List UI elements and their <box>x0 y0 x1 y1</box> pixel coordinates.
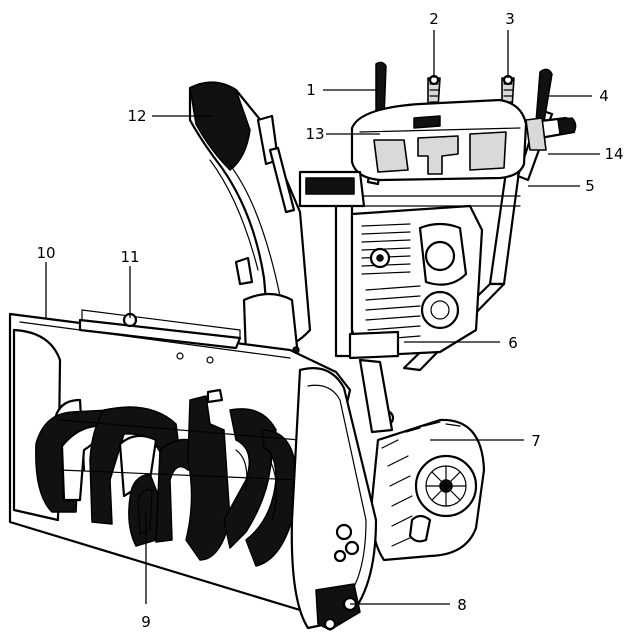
discharge-chute <box>188 81 312 363</box>
control-levers <box>375 61 577 151</box>
callout-14: 14 <box>604 145 623 163</box>
callout-4: 4 <box>599 87 609 105</box>
callout-2: 2 <box>429 10 439 28</box>
callout-7: 7 <box>531 432 541 450</box>
control-panel <box>350 98 528 182</box>
callout-3: 3 <box>505 10 515 28</box>
engine <box>298 170 484 434</box>
callout-9: 9 <box>141 613 151 631</box>
callout-11: 11 <box>120 248 139 266</box>
callout-12: 12 <box>127 107 146 125</box>
callout-10: 10 <box>36 244 55 262</box>
callout-6: 6 <box>508 334 518 352</box>
callout-8: 8 <box>457 596 467 614</box>
side-panel <box>290 367 378 631</box>
callout-1: 1 <box>306 81 316 99</box>
auger <box>35 388 301 567</box>
callout-13: 13 <box>305 125 324 143</box>
callout-labels: 1 2 3 4 5 6 7 8 9 10 11 12 13 14 <box>36 10 623 631</box>
callout-5: 5 <box>585 177 595 195</box>
leader-lines <box>45 30 600 605</box>
track-drive <box>370 418 486 562</box>
